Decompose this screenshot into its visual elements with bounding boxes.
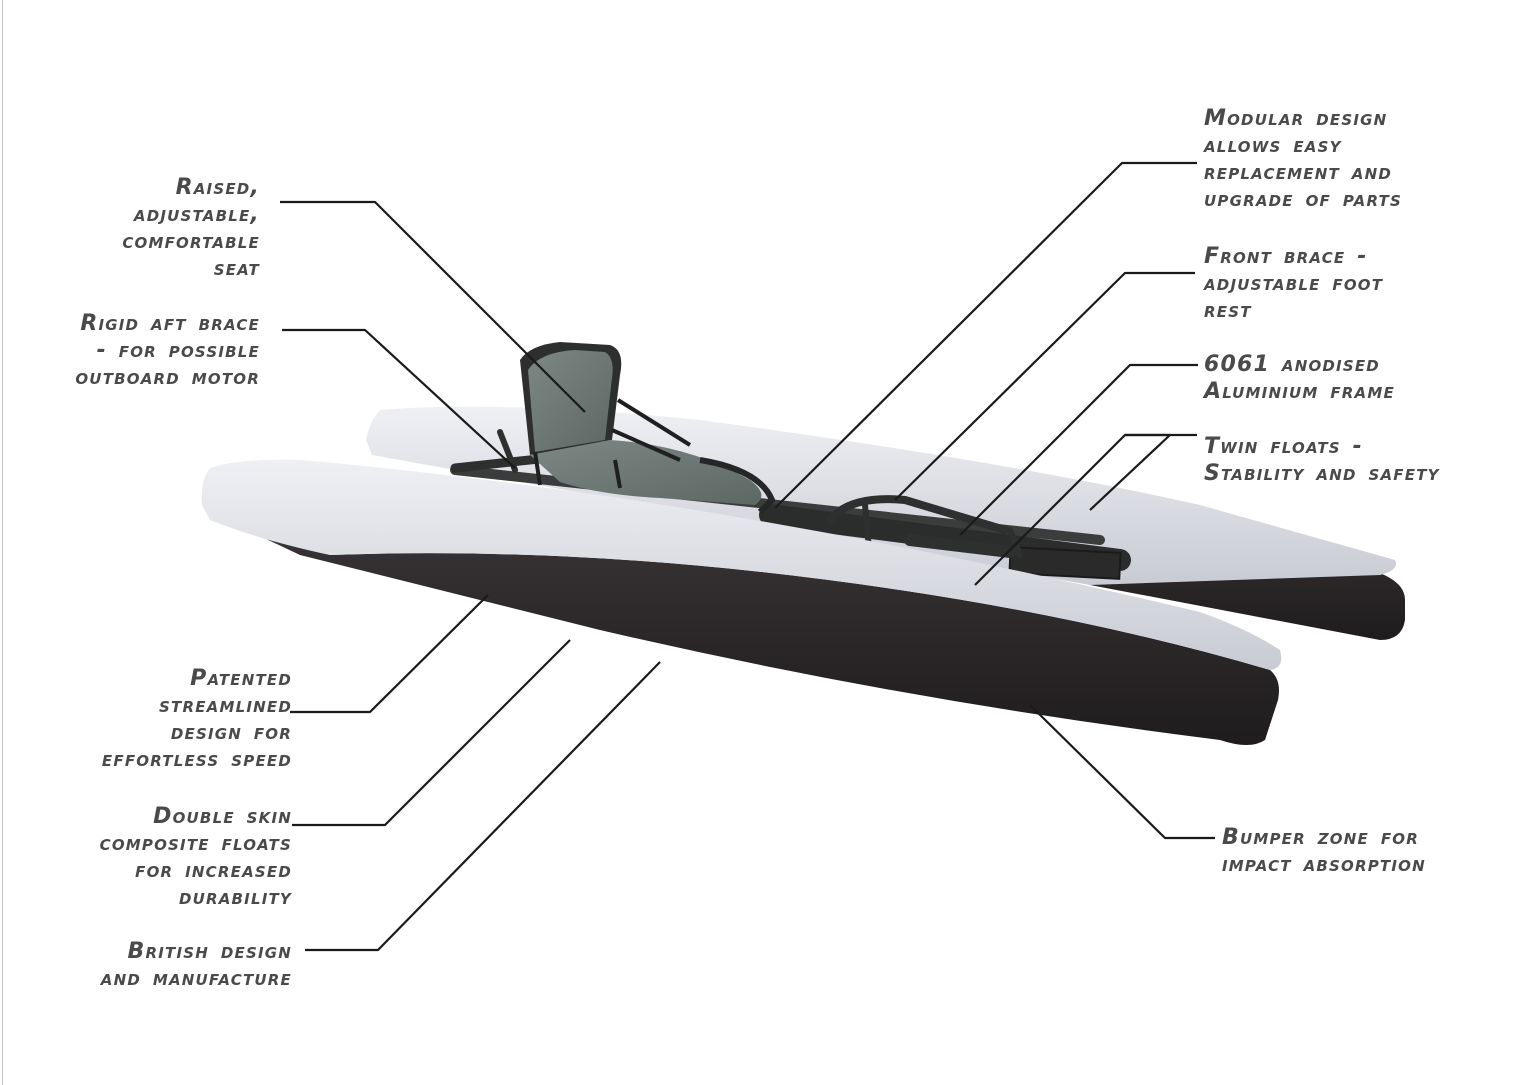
seat-back-fabric	[528, 350, 613, 452]
label-aft-brace: Rigid aft brace - for possible outboard …	[75, 311, 260, 390]
label-seat: Raised, adjustable, comfortable seat	[122, 175, 260, 281]
foot-strap	[1008, 546, 1122, 580]
leader-bumper	[1029, 704, 1215, 840]
front-float-dark	[205, 510, 1279, 745]
leader-aft-brace	[282, 328, 516, 469]
leader-lines	[280, 161, 1215, 952]
leader-twin-floats-b	[1089, 433, 1172, 511]
leader-streamlined	[290, 594, 489, 714]
label-double-skin: Double skin composite floats for increas…	[99, 804, 292, 910]
leader-double-skin	[292, 639, 571, 827]
seat-cushion	[530, 440, 762, 505]
label-frame: 6061 anodised Aluminium frame	[1204, 352, 1395, 404]
seat-side-frame	[699, 457, 776, 515]
label-front-brace: Front brace - adjustable foot rest	[1204, 244, 1384, 323]
label-british: British design and manufacture	[100, 939, 292, 991]
front-brace-bar	[826, 495, 1009, 534]
label-bumper: Bumper zone for impact absorption	[1222, 825, 1426, 877]
leader-british	[305, 661, 661, 952]
label-twin-floats: Twin floats - Stability and safety	[1204, 434, 1440, 486]
label-streamlined: Patented streamlined design for effortle…	[101, 666, 292, 772]
aft-brace	[450, 453, 553, 473]
leader-front-brace	[894, 271, 1195, 501]
label-modular: Modular design allows easy replacement a…	[1204, 106, 1402, 212]
seat-straps	[533, 398, 692, 489]
leader-seat	[280, 200, 586, 413]
leader-modular	[774, 161, 1197, 509]
leader-frame	[959, 363, 1198, 536]
page-edge-line	[2, 0, 3, 1085]
front-float-light	[201, 459, 1282, 670]
front-float	[201, 459, 1282, 745]
